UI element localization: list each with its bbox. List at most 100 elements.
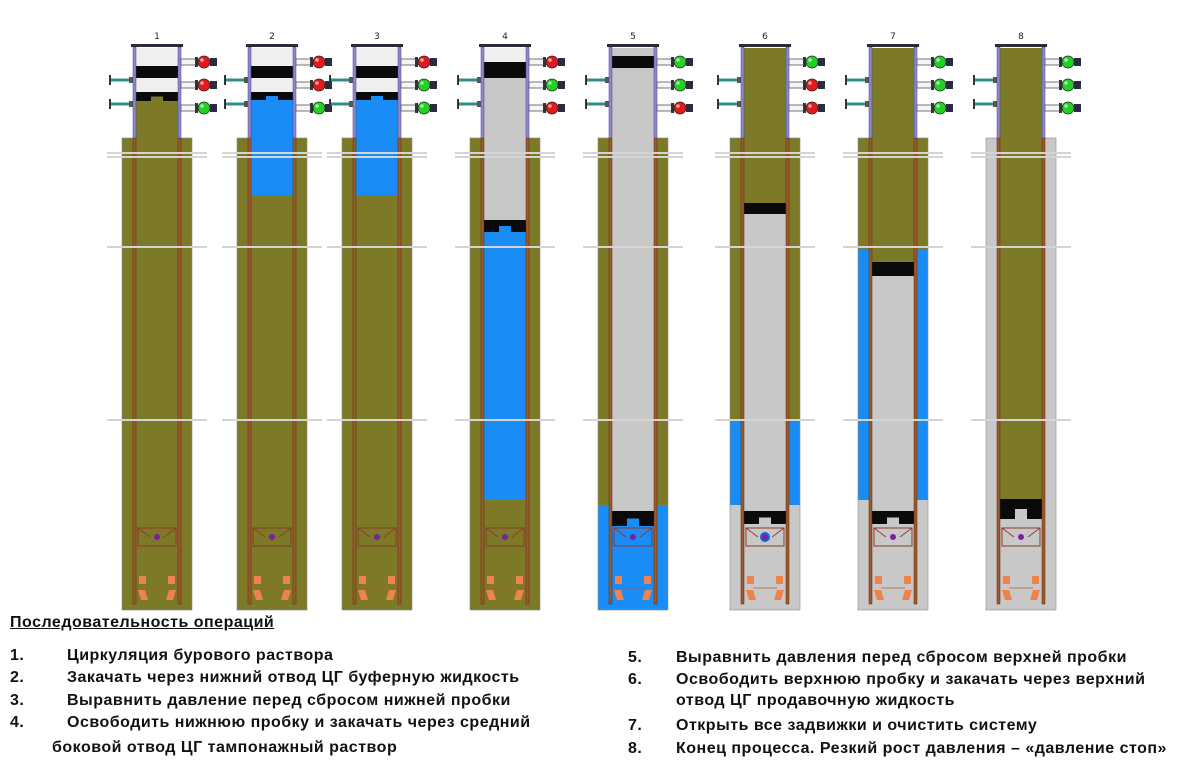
well-2-valve-pipe (295, 104, 312, 112)
well-7-shoe-nose-right (902, 590, 912, 600)
well-3-handle-wheel (329, 99, 331, 109)
well-2-handle-stem (244, 77, 248, 83)
well-5-shoe-right (644, 576, 651, 584)
well-4-valve-highlight (548, 104, 552, 108)
well-1-valve-bottom-indicator (197, 101, 211, 115)
well-2-casing-wall-right (292, 137, 297, 605)
well-1-head-mud (136, 101, 178, 138)
well-2-casing-mud (251, 195, 293, 604)
well-6-casing-wall-left (740, 137, 745, 605)
well-2-casing-spacer (251, 138, 293, 195)
well-8-float-collar (1001, 527, 1041, 547)
well-4-float-valve (502, 534, 508, 540)
well-1-float-collar-line (137, 527, 151, 538)
well-6-casing-mud (744, 138, 786, 203)
well-6-handle-stem (737, 101, 741, 107)
well-8-shoe-nose-left (1002, 590, 1012, 600)
well-2-shoe-right (283, 576, 290, 584)
well-5-valve-cap (686, 81, 693, 89)
well-5-shoe-left (615, 576, 622, 584)
well-8: 8 (971, 32, 1081, 611)
well-2-valve-highlight (315, 58, 319, 62)
well-5-valve-flange (671, 103, 674, 113)
well-3-head-cap (351, 44, 403, 47)
well-4-casing-spacer (484, 232, 526, 500)
step-3-number: 3. (10, 692, 25, 709)
well-7-float-collar-line (873, 527, 887, 538)
well-4-float-collar-line (511, 527, 525, 538)
well-6-casing-plug-notch (759, 517, 771, 524)
well-3-head-wall-left (352, 46, 357, 139)
well-6-valve-flange (803, 103, 806, 113)
well-7-float-collar-line (899, 527, 913, 538)
well-7-head-cap (867, 44, 919, 47)
well-2-handle-wheel (224, 75, 226, 85)
well-5-handle-stem (605, 101, 609, 107)
step-3-text: Выравнить давление перед сбросом нижней … (67, 692, 511, 709)
well-7-label: 7 (890, 32, 896, 42)
well-4-valve-pipe (528, 104, 545, 112)
well-2-valve-middle-indicator (312, 78, 326, 92)
well-2-shoe-nose-right (281, 590, 291, 600)
well-6-valve-pipe (788, 81, 805, 89)
well-6-handle-wheel (717, 75, 719, 85)
well-8-valve-pipe (1044, 58, 1061, 66)
well-3-head-spacer (356, 100, 398, 138)
well-5-casing-wall-left (608, 137, 613, 605)
well-6-valve-pipe (788, 104, 805, 112)
well-2-valve-highlight (315, 81, 319, 85)
well-8-head-wall-right (1041, 46, 1046, 139)
well-6: 6 (715, 32, 825, 611)
well-1-valve-top-indicator (197, 55, 211, 69)
well-7-casing-wiper-plug (872, 262, 914, 276)
well-4-head-wall-left (480, 46, 485, 139)
well-5-valve-cap (686, 58, 693, 66)
well-4-float-collar (485, 527, 525, 547)
well-6-shoe-nose-right (774, 590, 784, 600)
step-6-text-continued: отвод ЦГ продавочную жидкость (676, 692, 955, 709)
well-2-valve-flange (310, 103, 313, 113)
well-3-casing-wall-right (397, 137, 402, 605)
well-2-valve-pipe (295, 81, 312, 89)
well-7-handle-wheel (845, 99, 847, 109)
well-7-handle-stem (865, 101, 869, 107)
well-3-valve-highlight (420, 58, 424, 62)
well-7-valve-highlight (936, 58, 940, 62)
well-3-head-wiper-plug (356, 66, 398, 78)
well-6-float-collar-line (745, 527, 759, 538)
well-8-float-valve (1018, 534, 1024, 540)
well-6-shoe-left (747, 576, 754, 584)
well-8-head-cap (995, 44, 1047, 47)
well-8-valve-flange (1059, 57, 1062, 67)
well-3-head-white (356, 78, 398, 92)
step-1-text: Циркуляция бурового раствора (67, 647, 334, 664)
well-3-valve-cap (430, 58, 437, 66)
well-1-casing-wall-left (132, 137, 137, 605)
well-7-valve-pipe (916, 58, 933, 66)
well-1-head-plug-notch (151, 96, 163, 101)
well-6-valve-flange (803, 80, 806, 90)
well-7-valve-flange (931, 80, 934, 90)
well-7-casing-mud (872, 138, 914, 262)
well-3-shoe-left (359, 576, 366, 584)
well-5-float-collar-line (639, 527, 653, 538)
well-1-shoe-nose-right (166, 590, 176, 600)
well-2-head-white (251, 48, 293, 66)
well-2-shoe-left (254, 576, 261, 584)
well-5-float-collar (613, 527, 653, 547)
well-6-float-collar-line (771, 527, 785, 538)
step-4-number: 4. (10, 714, 25, 731)
well-2-head-wall-left (247, 46, 252, 139)
well-7-valve-cap (946, 104, 953, 112)
well-7-casing-plug-notch (887, 517, 899, 524)
well-6-valve-cap (818, 104, 825, 112)
well-5-handle-wheel (585, 75, 587, 85)
well-4-valve-highlight (548, 58, 552, 62)
well-8-valve-pipe (1044, 104, 1061, 112)
well-3-float-collar-line (357, 527, 371, 538)
well-2-head-plug-notch (266, 96, 278, 100)
well-2-head-cap (246, 44, 298, 47)
well-1-head-cap (131, 44, 183, 47)
well-4-float-collar-line (485, 527, 499, 538)
well-1-float-collar (137, 527, 177, 547)
